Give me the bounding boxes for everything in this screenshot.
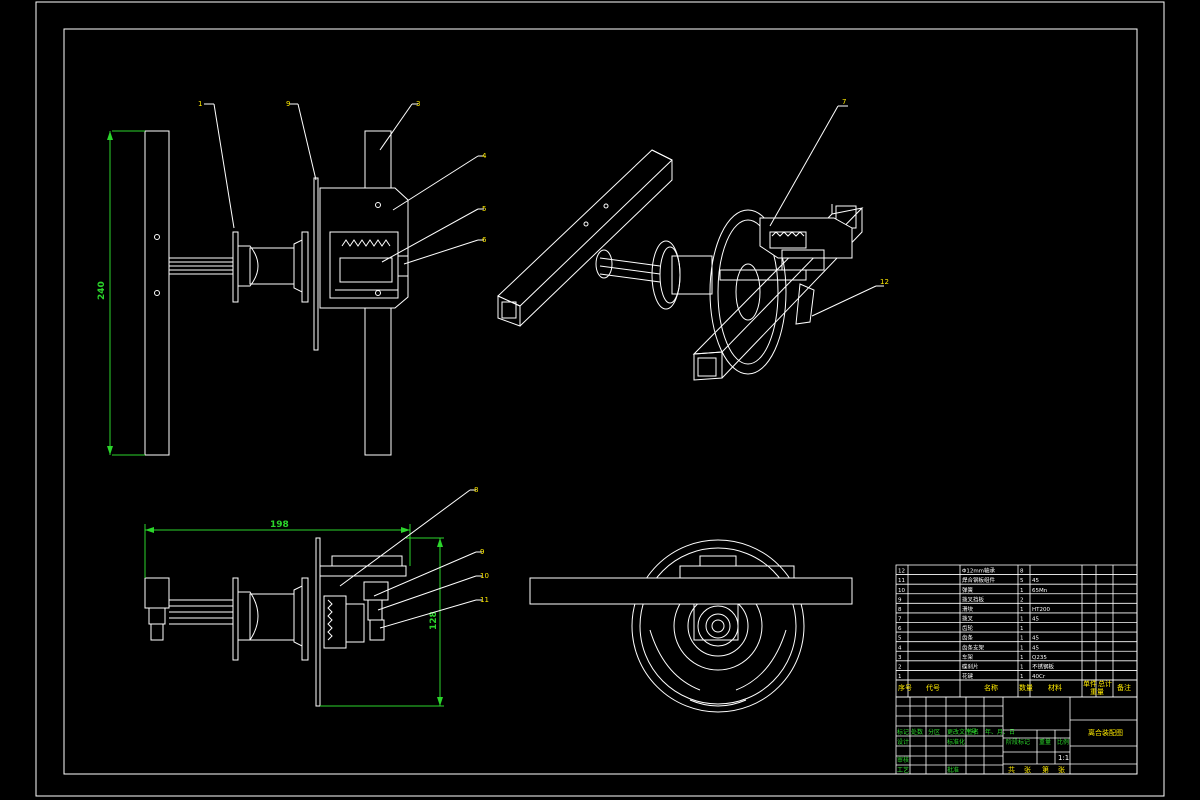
bom-cell-name: 车架 <box>962 653 974 661</box>
balloon-8: 8 <box>474 486 478 494</box>
bom-cell-mat: 45 <box>1032 645 1039 651</box>
bottom-left-view: 198 128 8 9 10 11 <box>144 486 489 707</box>
tb-change-doc: 更改文件号 <box>947 728 977 736</box>
bom-cell-qty: 1 <box>1020 626 1024 632</box>
tb-standardization: 标准化 <box>947 738 965 746</box>
tb-scale-value: 1:1 <box>1058 754 1069 762</box>
title-block: 标记 处数 分区 更改文件号 签名 年、月、日 设计 标准化 审核 工艺 批准 … <box>895 696 1138 775</box>
bom-header-remark: 备注 <box>1117 683 1131 692</box>
dim-128: 128 <box>429 611 439 630</box>
balloon-6: 6 <box>482 236 487 244</box>
balloon-12: 12 <box>880 278 889 286</box>
tb-mark: 标记 <box>897 728 909 736</box>
bom-header-name: 名称 <box>984 683 998 692</box>
tb-zone: 分区 <box>928 728 940 736</box>
balloon-4: 4 <box>482 152 487 160</box>
bom-cell-qty: 1 <box>1020 674 1024 680</box>
bom-cell-qty: 2 <box>1020 597 1024 603</box>
tb-sign: 签名 <box>967 728 979 736</box>
balloon-7: 7 <box>842 98 846 106</box>
bom-cell-mat: HT200 <box>1032 607 1050 613</box>
bom-cell-name: 花键 <box>962 672 974 680</box>
balloon-11: 11 <box>480 596 489 604</box>
bom-cell-name: 拨叉挡板 <box>962 595 985 603</box>
bom-cell-name: 焊合钢板组件 <box>962 576 996 584</box>
bom-cell-qty: 1 <box>1020 617 1024 623</box>
dim-240: 240 <box>97 281 107 300</box>
tb-date: 年、月、日 <box>985 728 1015 736</box>
bom-cell-no: 2 <box>898 664 902 670</box>
bom-cell-qty: 1 <box>1020 664 1024 670</box>
tb-stage-label: 阶段标记 <box>1006 738 1030 746</box>
tb-process: 工艺 <box>897 766 909 774</box>
bom-cell-name: 滑块 <box>962 605 974 613</box>
bom-cell-no: 5 <box>898 636 902 642</box>
bom-cell-no: 11 <box>898 578 905 584</box>
balloon-2: 9 <box>286 100 290 108</box>
bom-cell-no: 10 <box>898 588 905 594</box>
bom-cell-name: Φ12mm轴承 <box>962 567 996 575</box>
bom-cell-qty: 1 <box>1020 645 1024 651</box>
bom-cell-no: 6 <box>898 626 902 632</box>
bom-cell-qty: 8 <box>1020 569 1024 575</box>
dim-198: 198 <box>270 520 289 530</box>
bom-cell-no: 12 <box>898 569 905 575</box>
tb-approve: 批准 <box>947 766 959 774</box>
bom-cell-mat: 65Mn <box>1032 588 1048 594</box>
bom-cell-no: 1 <box>898 674 902 680</box>
bom-header-code: 代号 <box>926 683 940 692</box>
bom-cell-no: 8 <box>898 607 902 613</box>
balloon-9: 9 <box>480 548 484 556</box>
inner-border <box>63 28 1138 775</box>
tb-scale-label: 比例 <box>1057 738 1069 746</box>
tb-count: 处数 <box>911 728 923 736</box>
bom-cell-qty: 1 <box>1020 655 1024 661</box>
drawing-title: 离合装配图 <box>1088 728 1123 737</box>
bom-header-total: 总计 <box>1098 679 1112 688</box>
bom-cell-name: 拨叉 <box>962 615 974 623</box>
tb-sheet-no-a: 第 <box>1042 765 1049 774</box>
bom-cell-name: 齿轮 <box>962 624 974 632</box>
bom-cell-qty: 1 <box>1020 636 1024 642</box>
bom-cell-name: 齿条支架 <box>962 643 985 651</box>
bom-header-unit: 单件 <box>1083 679 1097 688</box>
bom-cell-mat: 45 <box>1032 636 1039 642</box>
outer-border <box>35 1 1165 797</box>
balloon-10: 10 <box>480 572 489 580</box>
bom-cell-mat: 45 <box>1032 578 1039 584</box>
bom-header-no: 序号 <box>898 683 912 692</box>
disc-view <box>529 539 853 713</box>
tb-review: 审核 <box>897 756 909 764</box>
bom-header-qty: 数量 <box>1019 683 1033 692</box>
tb-sheet-total-a: 共 <box>1008 765 1015 774</box>
bom-cell-qty: 1 <box>1020 588 1024 594</box>
balloon-1: 1 <box>198 100 202 108</box>
tb-design: 设计 <box>897 738 909 746</box>
bom-cell-mat: 45 <box>1032 617 1039 623</box>
bom-cell-mat: Q235 <box>1032 655 1047 661</box>
tb-weight-label: 重量 <box>1039 738 1051 746</box>
bom-cell-no: 7 <box>898 617 902 623</box>
bom-cell-no: 3 <box>898 655 902 661</box>
bom-cell-qty: 5 <box>1020 578 1024 584</box>
balloon-5: 5 <box>482 205 486 213</box>
bom-header-weight: 重量 <box>1090 688 1104 696</box>
tb-sheet-no-b: 张 <box>1058 765 1065 774</box>
bom-cell-qty: 1 <box>1020 607 1024 613</box>
isometric-view: 7 12 <box>497 98 889 381</box>
bom-cell-mat: 40Cr <box>1032 674 1046 680</box>
bom-cell-no: 9 <box>898 597 902 603</box>
tb-sheet-total-b: 张 <box>1024 765 1031 774</box>
bom-cell-name: 齿条 <box>962 634 974 642</box>
balloon-3: 3 <box>416 100 420 108</box>
bom-header-mat: 材料 <box>1048 683 1062 692</box>
bom-cell-name: 碟刹片 <box>962 662 979 670</box>
top-left-view: 240 1 9 3 4 5 6 <box>97 100 487 456</box>
bom-cell-mat: 不锈钢板 <box>1032 662 1055 670</box>
bom-cell-name: 弹簧 <box>962 586 974 594</box>
bom-cell-no: 4 <box>898 645 902 651</box>
